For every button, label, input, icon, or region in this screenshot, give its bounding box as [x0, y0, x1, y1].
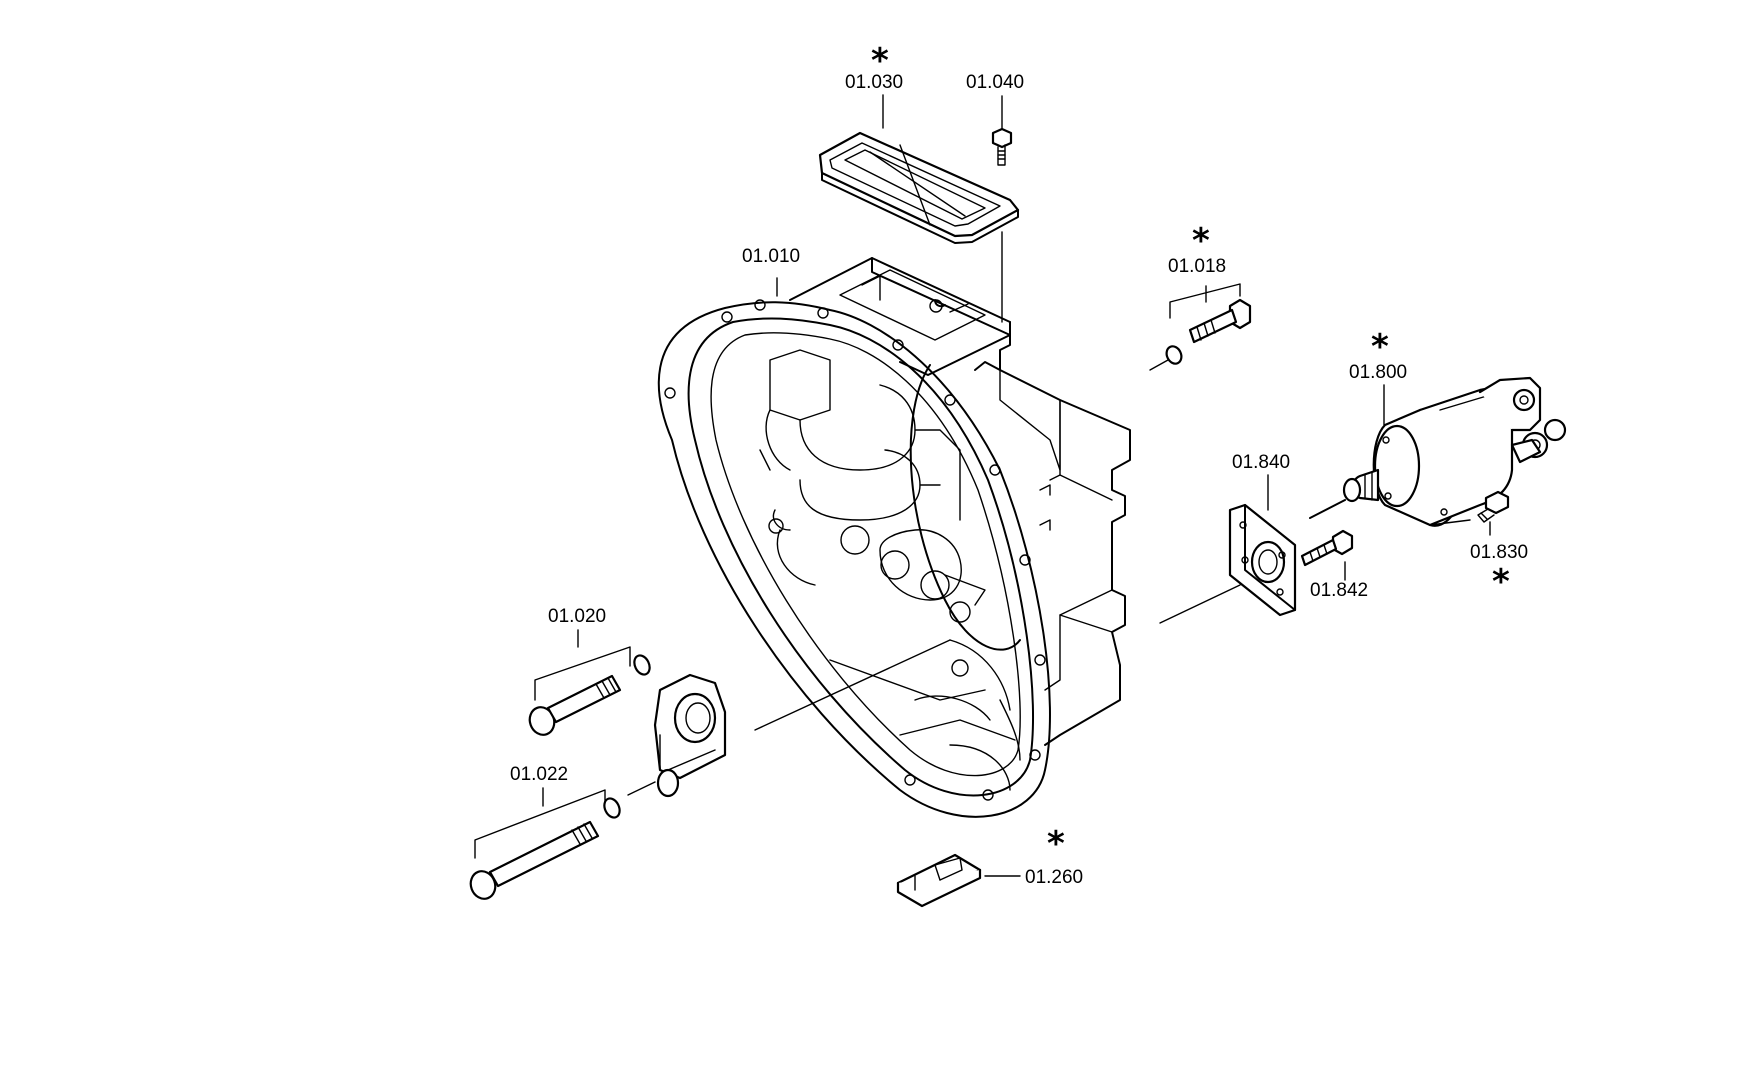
cover-plate-icon [818, 131, 1020, 244]
label-01840: 01.840 [1232, 452, 1290, 473]
label-01020: 01.020 [548, 606, 606, 627]
star-01018: * [1192, 221, 1210, 261]
mounting-plate-icon [1228, 503, 1297, 617]
label-01842: 01.842 [1310, 580, 1368, 601]
plate-screw-icon [1300, 529, 1354, 567]
star-01830: * [1492, 562, 1510, 602]
label-01040: 01.040 [966, 72, 1024, 93]
label-01800: 01.800 [1349, 362, 1407, 383]
part-labels: * 01.030 01.040 01.010 * 01.018 * 01.800… [510, 41, 1528, 888]
label-01260: 01.260 [1025, 867, 1083, 888]
star-01030: * [871, 41, 889, 81]
clutch-housing-icon [657, 257, 1131, 818]
label-01018: 01.018 [1168, 256, 1226, 277]
label-01030: 01.030 [845, 72, 903, 93]
hex-bolt-018-icon [1165, 298, 1252, 365]
hex-bolt-020-icon [528, 654, 651, 736]
leader-lines [474, 94, 1491, 877]
label-01010: 01.010 [742, 246, 800, 267]
clutch-servo-icon [1309, 376, 1567, 527]
cover-screw-icon [991, 127, 1013, 166]
star-01260: * [1047, 824, 1065, 864]
long-hex-bolt-022-icon [469, 797, 621, 900]
star-01800: * [1371, 327, 1389, 367]
label-01830: 01.830 [1470, 542, 1528, 563]
label-01022: 01.022 [510, 764, 568, 785]
servo-screw-icon [1477, 490, 1510, 523]
rubber-pad-icon [896, 853, 982, 908]
bearing-bracket-icon [653, 673, 727, 798]
